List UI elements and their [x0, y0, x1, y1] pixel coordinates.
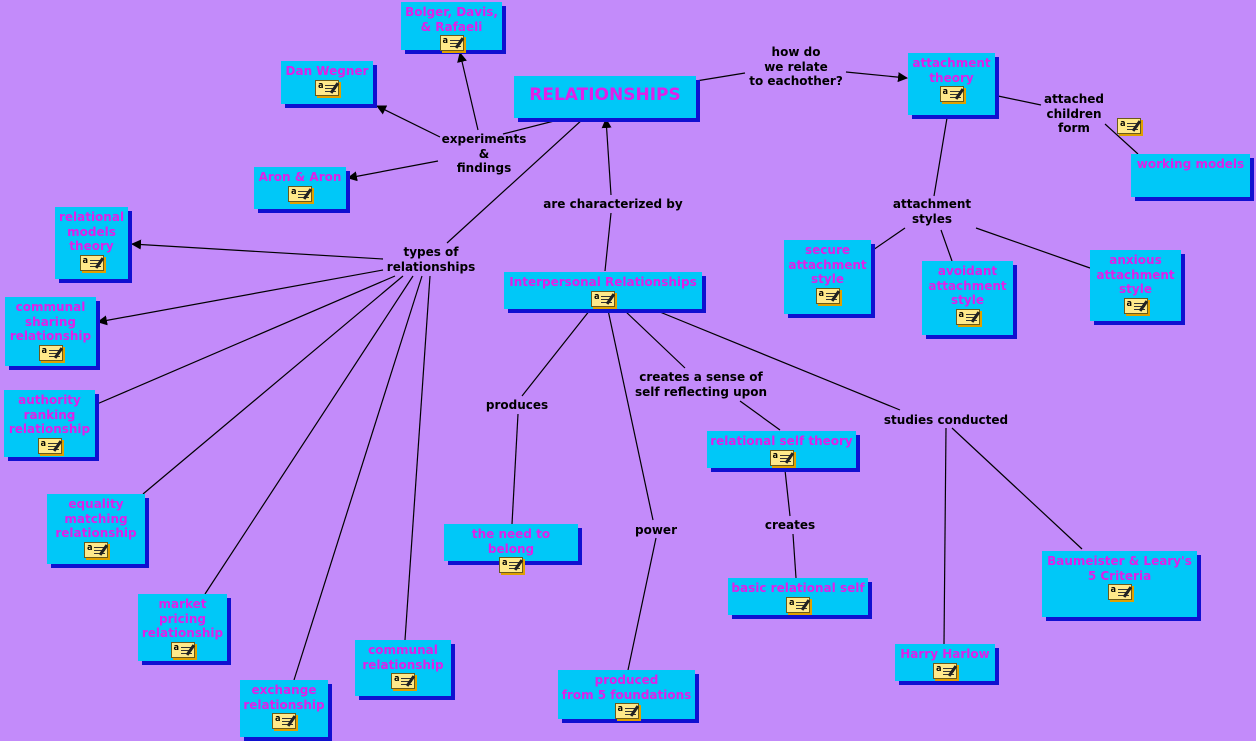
node-attachment-theory[interactable]: attachment theory a: [908, 53, 995, 115]
node-label: produced from 5 foundations: [561, 673, 692, 702]
node-avoidant-attachment-style[interactable]: avoidant attachment style a: [922, 261, 1013, 335]
node-label: Interpersonal Relationships: [509, 275, 697, 289]
note-icon[interactable]: a: [933, 662, 958, 679]
node-label: working models: [1136, 157, 1245, 171]
note-icon[interactable]: a: [391, 673, 416, 689]
note-icon[interactable]: a: [1123, 297, 1148, 314]
node-label: communal sharing relationship: [9, 300, 92, 343]
note-icon[interactable]: a: [84, 541, 109, 558]
note-icon[interactable]: a: [939, 86, 964, 102]
note-icon[interactable]: a: [288, 185, 313, 202]
node-label: Baumeister & Leary's 5 Criteria: [1047, 554, 1192, 583]
node-working-models[interactable]: working models: [1131, 154, 1250, 197]
node-label: Harry Harlow: [900, 647, 990, 661]
node-label: Bolger, Davis, & Rafaeli: [405, 5, 498, 34]
note-icon[interactable]: a: [815, 287, 840, 304]
note-icon[interactable]: a: [955, 308, 980, 325]
node-label: the need to belong: [471, 527, 551, 556]
link-label-types-of-relationships: types of relationships: [386, 245, 476, 274]
note-icon[interactable]: a: [170, 641, 195, 658]
link-label-power: power: [635, 523, 677, 537]
link-label-creates-a-sense-of-self: creates a sense of self reflecting upon: [634, 370, 768, 399]
note-icon[interactable]: a: [1107, 584, 1132, 600]
link-label-produces: produces: [485, 398, 549, 412]
node-relational-self-theory[interactable]: relational self theory a: [707, 431, 856, 468]
link-label-attached-children-form: attached children form: [1043, 92, 1105, 135]
note-icon[interactable]: a: [272, 713, 297, 729]
note-icon[interactable]: a: [786, 596, 811, 613]
note-icon[interactable]: a: [614, 703, 639, 719]
node-aron-and-aron[interactable]: Aron & Aron a: [254, 167, 346, 209]
node-label: relational models theory: [58, 210, 125, 253]
node-label: authority ranking relationship: [8, 393, 91, 436]
link-label-attachment-styles: attachment styles: [892, 197, 972, 226]
node-label: exchange relationship: [243, 683, 325, 712]
node-equality-matching-relationship[interactable]: equality matching relationship a: [47, 494, 145, 564]
note-icon[interactable]: a: [499, 557, 524, 573]
node-secure-attachment-style[interactable]: secure attachment style a: [784, 240, 871, 314]
node-produced-from-5-foundations[interactable]: produced from 5 foundations a: [558, 670, 695, 719]
node-relationships[interactable]: RELATIONSHIPS: [514, 76, 696, 118]
node-label: communal relationship: [362, 643, 444, 672]
node-label: equality matching relationship: [55, 497, 137, 540]
note-icon[interactable]: a: [315, 79, 340, 96]
link-label-creates: creates: [764, 518, 816, 532]
note-icon[interactable]: a: [37, 437, 62, 454]
node-baumeister-leary-5-criteria[interactable]: Baumeister & Leary's 5 Criteria a: [1042, 551, 1197, 617]
node-label: Dan Wegner: [285, 64, 369, 78]
node-label: Aron & Aron: [258, 170, 342, 184]
note-icon[interactable]: a: [769, 449, 794, 466]
node-interpersonal-relationships[interactable]: Interpersonal Relationships a: [504, 272, 702, 309]
note-icon[interactable]: a: [38, 344, 63, 361]
node-basic-relational-self[interactable]: basic relational self a: [728, 578, 868, 615]
node-bolger-davis-rafaeli[interactable]: Bolger, Davis, & Rafaeli a: [401, 2, 502, 51]
node-label: relational self theory: [710, 434, 853, 448]
link-label-are-characterized-by: are characterized by: [543, 197, 683, 211]
node-exchange-relationship[interactable]: exchange relationship a: [240, 680, 328, 737]
node-anxious-attachment-style[interactable]: anxious attachment style a: [1090, 250, 1181, 321]
node-harry-harlow[interactable]: Harry Harlow a: [895, 644, 995, 681]
node-communal-relationship[interactable]: communal relationship a: [355, 640, 451, 696]
link-label-experiments-findings: experiments & findings: [441, 132, 527, 175]
node-label: secure attachment style: [788, 243, 867, 286]
node-relationships-label: RELATIONSHIPS: [529, 85, 681, 105]
link-label-how-do-we-relate: how do we relate to eachother?: [749, 45, 843, 88]
link-label-studies-conducted: studies conducted: [883, 413, 1009, 427]
node-label: avoidant attachment style: [928, 264, 1007, 307]
node-label: market pricing relationship: [141, 597, 224, 640]
node-communal-sharing-relationship[interactable]: communal sharing relationship a: [5, 297, 96, 366]
note-icon[interactable]: a: [591, 290, 616, 307]
node-label: attachment theory: [912, 56, 991, 85]
node-market-pricing-relationship[interactable]: market pricing relationship a: [138, 594, 227, 661]
node-relational-models-theory[interactable]: relational models theory a: [55, 207, 128, 279]
node-authority-ranking-relationship[interactable]: authority ranking relationship a: [4, 390, 95, 457]
note-icon[interactable]: a: [1117, 118, 1142, 134]
node-label: basic relational self: [731, 581, 865, 595]
note-icon[interactable]: a: [439, 35, 464, 51]
node-dan-wegner[interactable]: Dan Wegner a: [281, 61, 373, 104]
node-label: anxious attachment style: [1096, 253, 1175, 296]
note-icon[interactable]: a: [79, 254, 104, 271]
node-the-need-to-belong[interactable]: the need to belong a: [444, 524, 578, 573]
